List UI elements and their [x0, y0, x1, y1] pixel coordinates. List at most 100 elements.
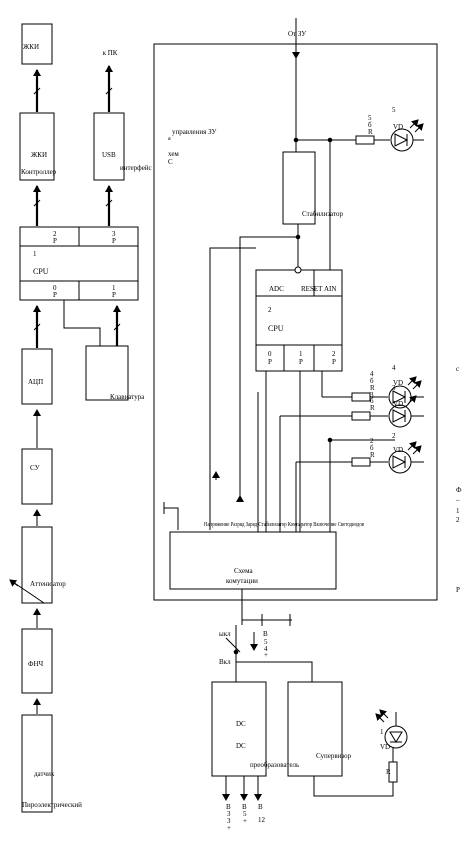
bus-tick [105, 199, 113, 207]
lcd-block [21, 23, 53, 65]
switching-circuit-block [169, 531, 337, 590]
vd4-num: 4 [392, 364, 396, 372]
usb-interface-label: интерфейс [120, 164, 152, 172]
battery-4: 4 [264, 645, 268, 653]
margin-fragment-2: Ф [456, 486, 462, 494]
r2-r: R [370, 451, 375, 459]
voltage-sense-line [209, 247, 256, 530]
from-charger-label: От ЗУ [288, 30, 306, 38]
fnch-label: ФНЧ [28, 660, 44, 668]
out3-12: 12 [258, 816, 266, 824]
r5-b: б [368, 121, 372, 129]
out2-5: 5 [243, 810, 247, 818]
su-block [21, 448, 53, 505]
dcdc-converter-block [211, 681, 267, 777]
vd2-num: 2 [392, 432, 396, 440]
out1-3a: 3 [227, 810, 231, 818]
vd5-num: 5 [392, 106, 396, 114]
stab-bus-to-switching [239, 236, 298, 500]
attenuator-label: Аттенюатор [30, 580, 66, 588]
cpu1-p3-num: 3 [112, 230, 116, 238]
cpu2-number: 2 [268, 306, 272, 314]
fnch-block [21, 628, 53, 694]
dc-label-2: DC [236, 742, 246, 750]
switch-label: Вкл [219, 658, 231, 666]
out1-b: В [226, 803, 231, 811]
cpu1-p0-num: 0 [53, 284, 57, 292]
resistor-r2 [351, 457, 371, 467]
cpu1-p2-num: 2 [53, 230, 57, 238]
cpu1-p0-p: P [53, 291, 57, 299]
resistor-r3 [351, 411, 371, 421]
sensor-label-1: датчик [34, 770, 55, 778]
battery-b: В [263, 630, 268, 638]
switching-circuit-label-2: комутации [226, 577, 258, 585]
stabilizer-block [282, 151, 316, 225]
lcd-controller-block [19, 112, 55, 181]
vd3-num: 3 [392, 384, 396, 392]
cpu2-p0-num: 0 [268, 350, 272, 358]
cpu2-label: CPU [268, 324, 284, 333]
battery-plus: + [264, 651, 268, 659]
cpu1-p2-p: P [53, 237, 57, 245]
cpu2-p2-num: 2 [332, 350, 336, 358]
vd1-label: VD [380, 743, 390, 751]
cpu-keyboard-link [63, 300, 101, 346]
bus-tick [33, 323, 41, 331]
margin-fragment-4: 1 [456, 507, 460, 515]
r4-b: б [370, 377, 374, 385]
usb-label: USB [102, 151, 116, 159]
control-title-1: управления ЗУ [172, 128, 216, 136]
control-title-3: хем [168, 150, 179, 158]
r2-b: б [370, 444, 374, 452]
cpu2-p1-p: P [299, 358, 303, 366]
margin-fragment-6: Р [456, 586, 460, 594]
margin-fragment-1: с [456, 365, 459, 373]
cpu2-p0-p: P [268, 358, 272, 366]
to-pc-label: к ПК [103, 49, 118, 57]
margin-fragment-3: – [455, 496, 460, 504]
bus-tick [105, 87, 113, 95]
switch-signal-labels: Напряжение Разряд Заряд Стабилизатор Ком… [204, 521, 364, 528]
r3-b: б [370, 397, 374, 405]
r1-r: R [386, 768, 391, 776]
out2-plus: + [243, 817, 247, 825]
cpu2-ain-label: AIN [324, 285, 336, 293]
r4-num: 4 [370, 370, 374, 378]
r5-num: 5 [368, 114, 372, 122]
cpu1-label: CPU [33, 267, 49, 276]
supervisor-block [287, 681, 343, 777]
vd2-label: VD [393, 446, 403, 454]
stabilizer-label: Стабилизатор [302, 210, 344, 218]
bus-tick [113, 323, 121, 331]
keyboard-block [85, 345, 129, 401]
reset-input-dot [294, 266, 302, 274]
lcd-controller-label-1: ЖКИ [31, 151, 47, 159]
lcd-controller-label-2: Контроллер [21, 168, 57, 176]
r4-r: R [370, 384, 375, 392]
resistor-r4 [351, 392, 371, 402]
attenuator-adjust-arrow [9, 579, 19, 587]
supervisor-label: Супервизор [316, 752, 352, 760]
cpu1-p3-p: P [112, 237, 116, 245]
cpu2-p1-num: 1 [299, 350, 303, 358]
out1-plus: + [227, 824, 231, 832]
switching-circuit-label-1: Схема [234, 567, 253, 575]
r2-num: 2 [370, 437, 374, 445]
attenuator-block [21, 526, 53, 604]
sensor-block [21, 714, 53, 813]
resistor-r5 [355, 135, 375, 145]
adc-block [21, 348, 53, 405]
dc-label-1: DC [236, 720, 246, 728]
r3-num: 3 [370, 391, 374, 399]
sensor-label-2: Пироэлектрический [22, 801, 82, 809]
usb-block [93, 112, 125, 181]
lcd-label: ЖКИ [23, 43, 39, 51]
cpu2-p2-p: P [332, 358, 336, 366]
power-switch-blade [225, 637, 241, 653]
bus-tick [33, 87, 41, 95]
r5-r: R [368, 128, 373, 136]
vd1-num: 1 [380, 728, 384, 736]
out3-b: В [258, 803, 263, 811]
